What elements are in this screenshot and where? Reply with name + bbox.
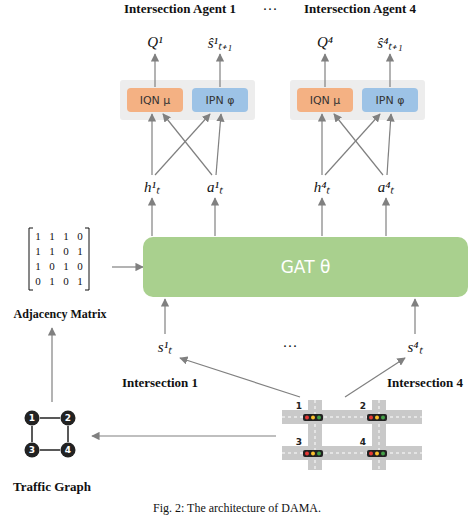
matrix-cell: 1 xyxy=(49,230,55,242)
matrix-cell: 0 xyxy=(35,275,41,287)
section-label: Intersection 1 xyxy=(122,375,198,391)
intersection-number: 3 xyxy=(296,437,302,447)
node-label: GAT θ xyxy=(281,257,331,277)
iqn-box: IQN μ xyxy=(297,88,353,112)
variable-label: s⁴ₜ xyxy=(407,336,422,356)
figure-caption: Fig. 2: The architecture of DAMA. xyxy=(153,501,321,516)
ellipsis: ··· xyxy=(263,1,278,18)
graph-node: 3 xyxy=(24,442,40,458)
matrix-cell: 1 xyxy=(77,275,83,287)
node-label: 2 xyxy=(65,413,71,423)
adjacency-matrix: Adjacency Matrix xyxy=(8,226,112,324)
node-label: IPN φ xyxy=(206,94,235,107)
node-label: 3 xyxy=(29,445,35,455)
node-label: Adjacency Matrix xyxy=(14,307,107,322)
matrix-cell: 0 xyxy=(63,275,69,287)
agent-heading: Intersection Agent 4 xyxy=(304,1,416,17)
agent-panel xyxy=(290,80,425,120)
connector xyxy=(31,426,33,442)
ellipsis: ··· xyxy=(283,338,298,355)
intersection-number: 1 xyxy=(296,401,302,411)
connector xyxy=(67,426,69,442)
node-label: IQN μ xyxy=(140,94,171,107)
agent-heading: Intersection Agent 1 xyxy=(124,1,236,17)
matrix-cell: 1 xyxy=(63,230,69,242)
traffic-light xyxy=(303,414,323,421)
connector xyxy=(112,266,143,267)
matrix-cell: 0 xyxy=(77,230,83,242)
matrix-cell: 1 xyxy=(49,245,55,257)
traffic-light xyxy=(367,414,387,421)
node-label: 1 xyxy=(29,413,35,423)
agent-panel xyxy=(120,80,255,120)
graph-node: 4 xyxy=(60,442,76,458)
variable-label: h¹ₜ xyxy=(144,176,160,196)
variable-label: h⁴ₜ xyxy=(314,176,331,196)
matrix-cell: 1 xyxy=(63,260,69,272)
variable-label: ŝ⁴ₜ₊₁ xyxy=(377,32,402,52)
graph-node: 2 xyxy=(60,410,76,426)
matrix-cell: 1 xyxy=(77,245,83,257)
matrix-cell: 1 xyxy=(35,230,41,242)
variable-label: Q¹ xyxy=(147,34,162,51)
node-label: IPN φ xyxy=(376,94,405,107)
section-label: Traffic Graph xyxy=(13,479,91,495)
variable-label: s¹ₜ xyxy=(158,336,172,356)
matrix-cell: 0 xyxy=(49,260,55,272)
matrix-cell: 1 xyxy=(49,275,55,287)
graph-node: 1 xyxy=(24,410,40,426)
traffic-light xyxy=(303,450,323,457)
variable-label: ŝ¹ₜ₊₁ xyxy=(208,32,233,52)
matrix-bracket xyxy=(29,228,89,290)
gat-box: GAT θ xyxy=(143,237,468,297)
variable-label: Q⁴ xyxy=(317,34,333,51)
ipn-box: IPN φ xyxy=(192,88,248,112)
matrix-cell: 1 xyxy=(35,245,41,257)
matrix-cell: 0 xyxy=(77,260,83,272)
variable-label: a¹ₜ xyxy=(207,176,223,196)
traffic-lights xyxy=(303,414,387,457)
matrix-cell: 1 xyxy=(35,260,41,272)
variable-label: a⁴ₜ xyxy=(378,176,395,196)
road-grid xyxy=(282,400,422,470)
section-label: Intersection 4 xyxy=(387,375,463,391)
connector xyxy=(40,449,60,451)
matrix-cell: 0 xyxy=(63,245,69,257)
iqn-box: IQN μ xyxy=(127,88,183,112)
node-label: 4 xyxy=(65,445,71,455)
connector xyxy=(40,417,60,419)
intersection-number: 2 xyxy=(360,401,366,411)
intersection-number: 4 xyxy=(360,437,366,447)
traffic-light xyxy=(367,450,387,457)
ipn-box: IPN φ xyxy=(362,88,418,112)
node-label: IQN μ xyxy=(310,94,341,107)
